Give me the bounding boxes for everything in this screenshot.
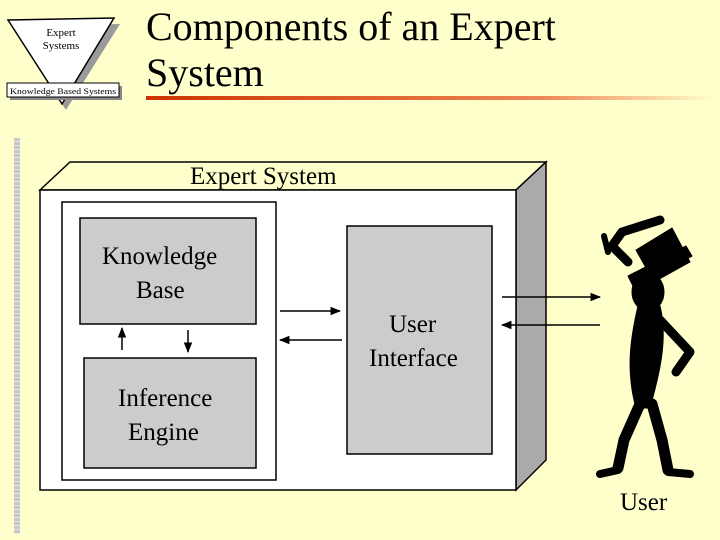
knowledge-base-label-line-1: Knowledge: [102, 243, 218, 270]
slide-title-line-1: Components of an Expert: [146, 4, 556, 49]
user-interface-label: User Interface: [369, 308, 458, 376]
expert-system-label: Expert System: [190, 163, 337, 190]
system-box-side: [515, 160, 547, 492]
inference-engine-box: [83, 357, 257, 469]
knowledge-base-label: Knowledge Base: [102, 240, 217, 308]
user-interface-label-line-2: Interface: [369, 345, 458, 372]
logo-triangle: [6, 17, 116, 106]
logo-banner-text: Knowledge Based Systems: [10, 87, 116, 96]
title-underline: [146, 96, 714, 100]
logo-top-line-2: Systems: [43, 40, 80, 52]
logo-top-line-1: Expert: [46, 27, 75, 39]
user-label: User: [620, 489, 668, 516]
expert-systems-logo: Expert Systems Knowledge Based Systems: [6, 17, 122, 110]
knowledge-base-label-line-2: Base: [136, 277, 185, 304]
slide-title-line-2: System: [146, 50, 264, 95]
user-figure-icon: [596, 215, 695, 478]
left-accent-bar: [14, 138, 20, 534]
inference-engine-label-line-2: Engine: [128, 419, 199, 446]
slide-title: Components of an Expert System: [146, 4, 706, 96]
knowledge-base-box: [79, 217, 257, 325]
user-interface-box: [346, 225, 493, 455]
inference-engine-label-line-1: Inference: [118, 385, 213, 412]
user-interface-label-line-1: User: [389, 311, 437, 338]
logo-banner: [6, 82, 120, 98]
inference-engine-label: Inference Engine: [118, 382, 212, 450]
